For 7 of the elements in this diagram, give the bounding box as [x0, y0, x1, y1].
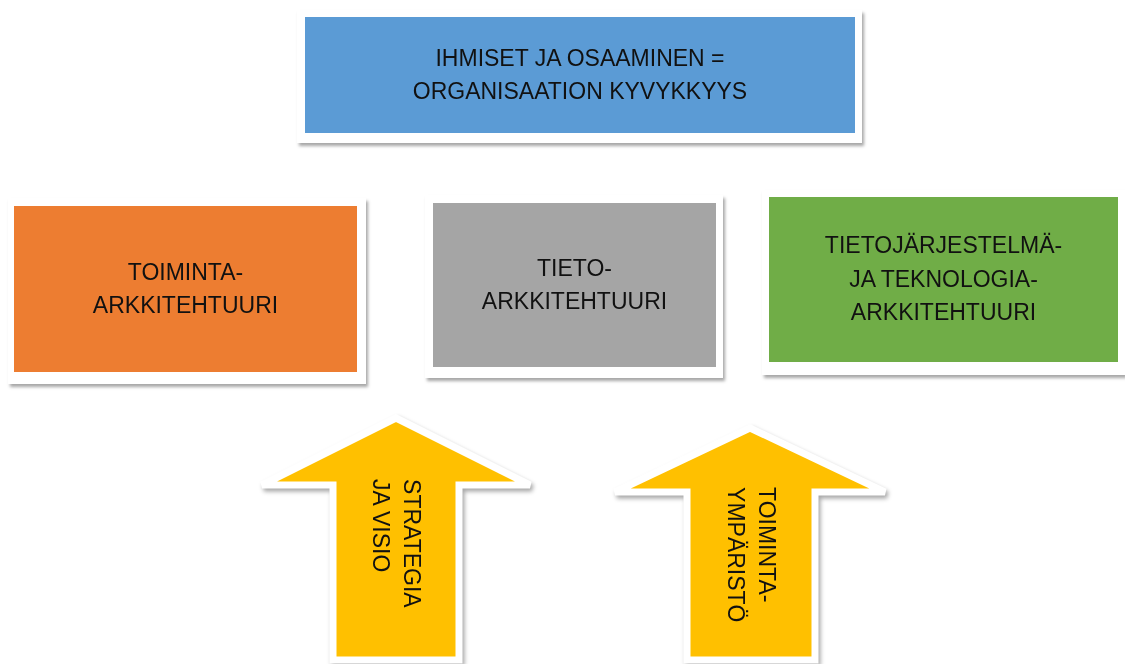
box-label: TOIMINTA- ARKKITEHTUURI: [91, 257, 280, 320]
box-label: TIETOJÄRJESTELMÄ- JA TEKNOLOGIA- ARKKITEHTUURI: [823, 231, 1064, 328]
arrow-label: TOIMINTA- YMPÄRISTÖ: [722, 487, 782, 620]
box-frame: [297, 10, 862, 143]
box-label: TIETO- ARKKITEHTUURI: [480, 253, 669, 316]
box-label: IHMISET JA OSAAMINEN = ORGANISAATION KYVYKKYYS: [411, 43, 749, 106]
arrow-label: STRATEGIA JA VISIO: [367, 479, 427, 609]
